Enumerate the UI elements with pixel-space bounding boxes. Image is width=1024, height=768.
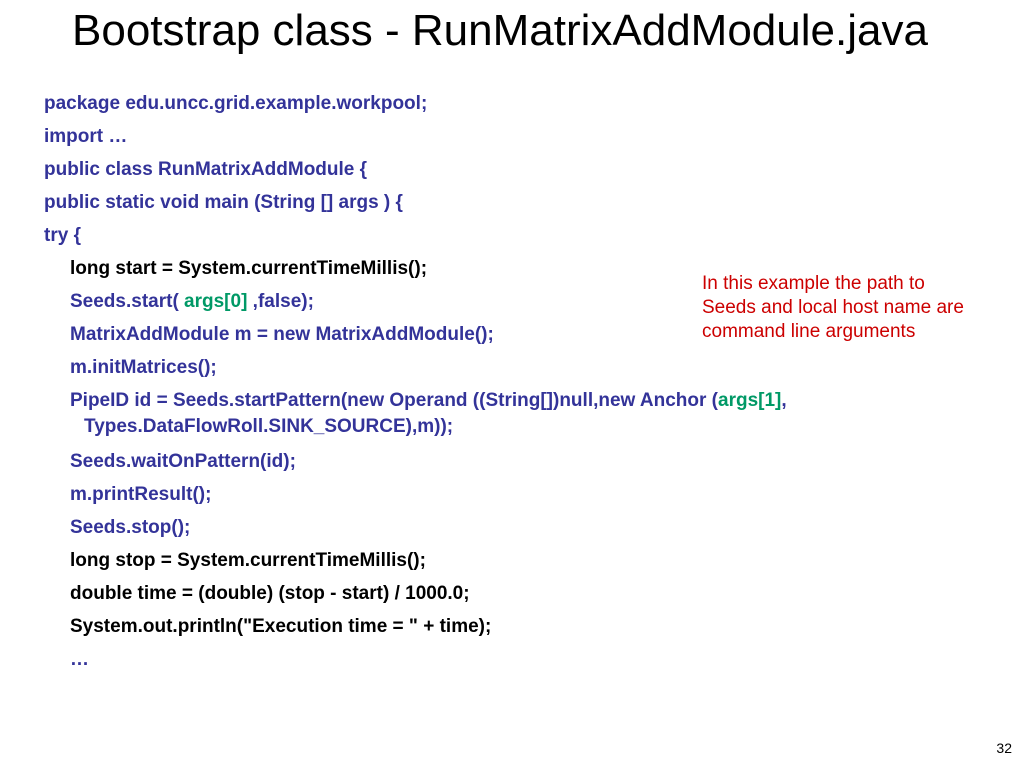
code-line-print-result: m.printResult(); bbox=[70, 484, 212, 505]
code-line-try: try { bbox=[44, 225, 81, 246]
code-line-package: package edu.uncc.grid.example.workpool; bbox=[44, 93, 428, 114]
code-line-new-module: MatrixAddModule m = new MatrixAddModule(… bbox=[70, 324, 494, 345]
code-line-class-decl: public class RunMatrixAddModule { bbox=[44, 159, 368, 180]
code-line-start-pattern: PipeID id = Seeds.startPattern(new Opera… bbox=[70, 389, 787, 413]
note-line: command line arguments bbox=[702, 321, 916, 342]
code-line-init-matrices: m.initMatrices(); bbox=[70, 357, 217, 378]
note-line: In this example the path to bbox=[702, 273, 925, 294]
code-text: PipeID id = Seeds.startPattern(new Opera… bbox=[70, 390, 719, 411]
annotation-note: In this example the path to Seeds and lo… bbox=[702, 272, 1022, 344]
code-line-seeds-start: Seeds.start( args[0] ,false); bbox=[70, 290, 314, 314]
code-line-start-pattern-cont: Types.DataFlowRoll.SINK_SOURCE),m)); bbox=[84, 416, 454, 437]
code-text: ,false); bbox=[247, 291, 314, 312]
code-text: Seeds.start( bbox=[70, 291, 185, 312]
code-line-seeds-stop: Seeds.stop(); bbox=[70, 517, 191, 538]
code-arg-highlight: args[0] bbox=[184, 291, 248, 312]
code-line-start-time: long start = System.currentTimeMillis(); bbox=[70, 258, 428, 279]
code-line-compute-time: double time = (double) (stop - start) / … bbox=[70, 583, 470, 604]
code-line-main-decl: public static void main (String [] args … bbox=[44, 192, 403, 213]
code-line-stop-time: long stop = System.currentTimeMillis(); bbox=[70, 550, 426, 571]
code-line-ellipsis: … bbox=[70, 649, 89, 670]
code-text: , bbox=[781, 390, 787, 411]
code-line-import: import … bbox=[44, 126, 128, 147]
code-arg-highlight: args[1] bbox=[718, 390, 782, 411]
slide-title: Bootstrap class - RunMatrixAddModule.jav… bbox=[72, 6, 928, 55]
code-line-print-time: System.out.println("Execution time = " +… bbox=[70, 616, 492, 637]
code-line-wait-on-pattern: Seeds.waitOnPattern(id); bbox=[70, 451, 296, 472]
note-line: Seeds and local host name are bbox=[702, 297, 964, 318]
page-number: 32 bbox=[996, 740, 1012, 756]
